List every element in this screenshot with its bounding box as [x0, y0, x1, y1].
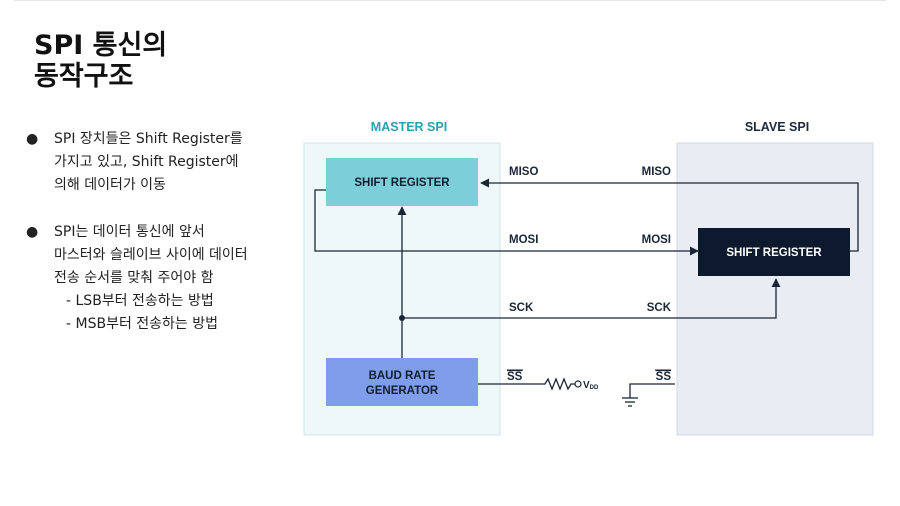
- bullet-item-1: ● SPI 장치들은 Shift Register를 가지고 있고, Shift…: [26, 128, 316, 197]
- bullet-text-line: 전송 순서를 맞춰 주어야 함: [54, 270, 214, 286]
- bullet-list: ● SPI 장치들은 Shift Register를 가지고 있고, Shift…: [26, 128, 316, 360]
- baud-rate-generator-box: [326, 358, 478, 406]
- master-shift-register-label: SHIFT REGISTER: [354, 177, 450, 189]
- bullet-marker: ●: [26, 224, 39, 240]
- slave-spi-label: SLAVE SPI: [745, 120, 809, 134]
- mosi-master-label: MOSI: [509, 234, 538, 246]
- sck-master-label: SCK: [509, 302, 534, 314]
- bullet-text-line: SPI는 데이터 통신에 앞서: [54, 224, 205, 240]
- slave-panel: [676, 142, 874, 436]
- page-title-line-2: 동작구조: [34, 61, 134, 92]
- ss-pullup-resistor: [478, 377, 575, 391]
- page-title: SPI 통신의 동작구조: [34, 30, 167, 92]
- bullet-sub-item: - LSB부터 전송하는 방법: [66, 293, 214, 309]
- bullet-text-line: 의해 데이터가 이동: [54, 177, 166, 193]
- miso-wire: [480, 178, 859, 252]
- vdd-terminal: [574, 380, 582, 388]
- vdd-label-main: V: [583, 380, 590, 391]
- bullet-marker: ●: [26, 131, 39, 147]
- baud-rate-generator-label-line-2: GENERATOR: [366, 385, 439, 397]
- vdd-label: VDD: [583, 380, 599, 391]
- bullet-text-line: SPI 장치들은 Shift Register를: [54, 131, 243, 147]
- bullet-text-line: 마스터와 슬레이브 사이에 데이터: [54, 247, 248, 263]
- ss-slave-wire: [629, 383, 675, 398]
- miso-slave-label: MISO: [642, 166, 671, 178]
- slave-shift-register-label: SHIFT REGISTER: [726, 247, 822, 259]
- top-divider: [14, 0, 886, 1]
- miso-master-label: MISO: [509, 166, 538, 178]
- bullet-text-line: 가지고 있고, Shift Register에: [54, 154, 239, 170]
- mosi-wire: [314, 189, 699, 256]
- slave-shift-register-box: [698, 228, 850, 276]
- ss-slave-label: SS: [656, 371, 672, 383]
- ss-master-label: SS: [507, 371, 523, 383]
- mosi-slave-label: MOSI: [642, 234, 671, 246]
- sck-wire: [402, 278, 781, 319]
- master-spi-label: MASTER SPI: [371, 120, 447, 134]
- master-shift-register-box: [326, 158, 478, 206]
- baud-rate-generator-label-line-1: BAUD RATE: [369, 370, 436, 382]
- page-title-line-1: SPI 통신의: [34, 30, 168, 61]
- bullet-item-2: ● SPI는 데이터 통신에 앞서 마스터와 슬레이브 사이에 데이터 전송 순…: [26, 221, 316, 336]
- vdd-label-subscript: DD: [590, 385, 599, 391]
- bullet-sub-item: - MSB부터 전송하는 방법: [66, 316, 219, 332]
- sck-junction-dot: [399, 315, 405, 321]
- sck-slave-label: SCK: [647, 302, 672, 314]
